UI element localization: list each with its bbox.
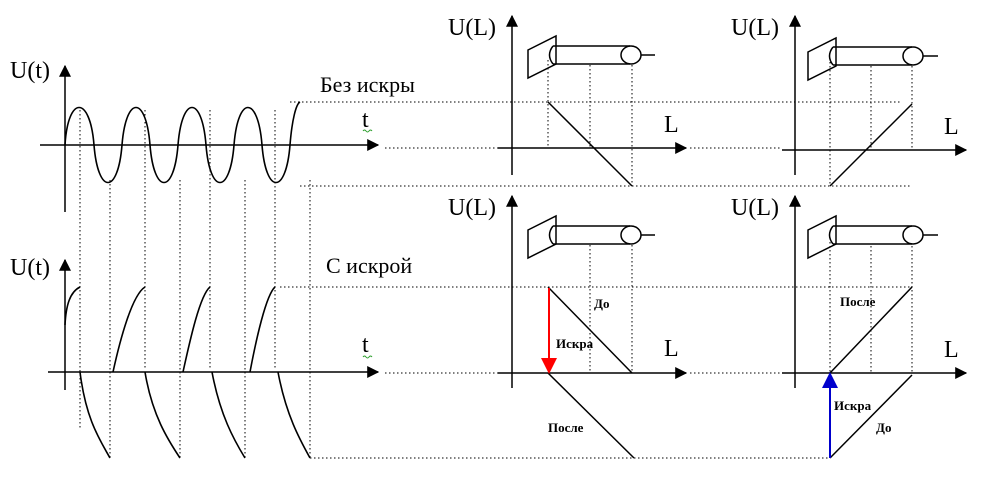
tm-x-label: L (664, 112, 679, 138)
br-after-line (829, 286, 913, 374)
bm-cable-icon (527, 214, 655, 260)
br-after-label: После (840, 294, 876, 309)
bm-x-label: L (664, 336, 679, 362)
tr-x-label: L (944, 114, 959, 140)
bm-spark-arrow-head (541, 358, 557, 374)
bm-before-line (547, 286, 633, 374)
tr-cable-icon (807, 36, 938, 82)
tr-y-label: U(L) (731, 15, 779, 41)
tr-potential-line (829, 103, 913, 187)
bottom-ut-y-label: U(t) (10, 255, 50, 281)
bottom-middle-ul-panel: U(L) L До Искра После (448, 194, 688, 459)
bm-y-label: U(L) (448, 195, 496, 221)
no-spark-caption: Без искры (320, 72, 415, 97)
with-spark-caption: С искрой (326, 253, 412, 278)
top-t-underline (362, 129, 373, 133)
top-ut-x-label: t (362, 107, 369, 133)
br-x-label: L (944, 337, 959, 363)
br-spark-arrow-head (822, 372, 838, 388)
top-ut-y-label: U(t) (10, 58, 50, 84)
bottom-t-underline (362, 355, 373, 359)
br-spark-label: Искра (834, 398, 872, 413)
bm-spark-label: Искра (556, 336, 594, 351)
top-sine-wave (64, 101, 301, 183)
top-right-ul-panel: U(L) L (731, 14, 968, 187)
tm-y-label: U(L) (448, 15, 496, 41)
top-left-waveform-panel: U(t) t Без искры (10, 58, 910, 460)
br-before-label: До (876, 420, 891, 435)
br-cable-icon (807, 214, 938, 260)
tm-cable-icon (527, 34, 655, 80)
tm-potential-line (547, 101, 633, 187)
bottom-right-ul-panel: U(L) L После Искра До (731, 194, 968, 459)
bottom-left-waveform-panel: U(t) t С искрой (10, 253, 910, 459)
br-before-line (829, 374, 913, 459)
bm-after-label: После (548, 420, 584, 435)
br-y-label: U(L) (731, 195, 779, 221)
bottom-spark-wave (64, 286, 311, 459)
bm-before-label: До (594, 296, 609, 311)
top-middle-ul-panel: U(L) L (448, 14, 688, 187)
bm-after-line (547, 372, 635, 459)
bottom-ut-x-label: t (362, 332, 369, 358)
